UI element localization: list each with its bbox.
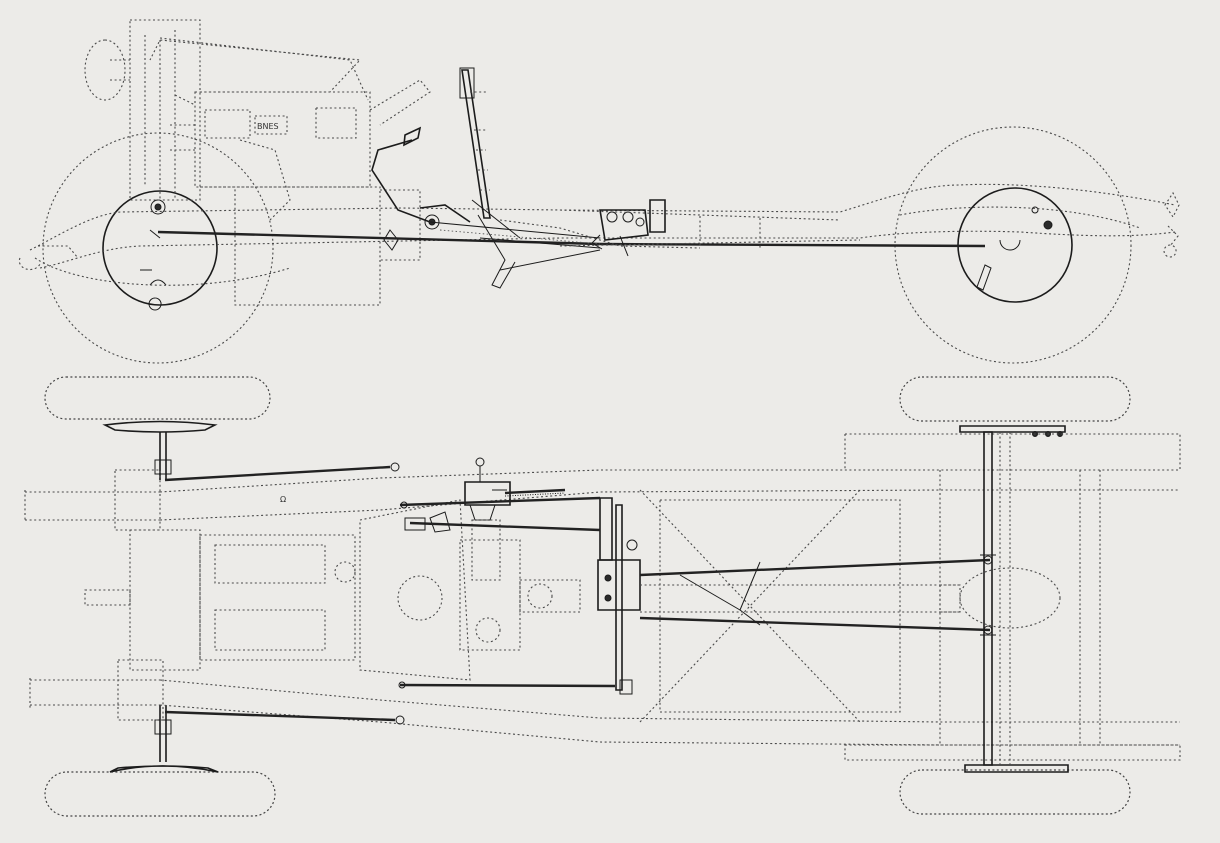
plan-view: Ω: [24, 376, 1181, 817]
frame-side-rail: [29, 183, 1176, 251]
rear-wheel-side: [894, 126, 1132, 364]
steering-column: [459, 67, 521, 289]
side-elevation-view: BNES: [18, 19, 1180, 364]
engine-plan: [84, 499, 581, 681]
brake-rods-plan: [164, 462, 991, 725]
front-tyre-bottom: [44, 771, 276, 817]
front-tyre-top: [44, 376, 271, 420]
rear-spring: [899, 206, 1141, 229]
engine-plate-label: BNES: [257, 122, 279, 131]
rear-tyre-bottom: [899, 769, 1131, 815]
side-brake-linkage: [591, 199, 666, 257]
front-brake-drum: [102, 190, 218, 306]
frame-plan: Ω: [159, 433, 1181, 761]
front-wheel-side: [42, 132, 274, 364]
front-hub: [150, 199, 166, 215]
side-brake-rod: [157, 230, 986, 248]
engine-side: BNES: [84, 19, 431, 306]
pedals: [371, 126, 471, 251]
rear-axle-plan: [939, 431, 1061, 766]
front-spring: [34, 257, 291, 286]
steering-box-plan: [429, 457, 511, 581]
frame-marking: Ω: [280, 495, 286, 504]
brake-cross-shaft: [597, 497, 641, 695]
rear-tyre-top: [899, 376, 1131, 422]
steering-drag-link: [504, 488, 566, 495]
